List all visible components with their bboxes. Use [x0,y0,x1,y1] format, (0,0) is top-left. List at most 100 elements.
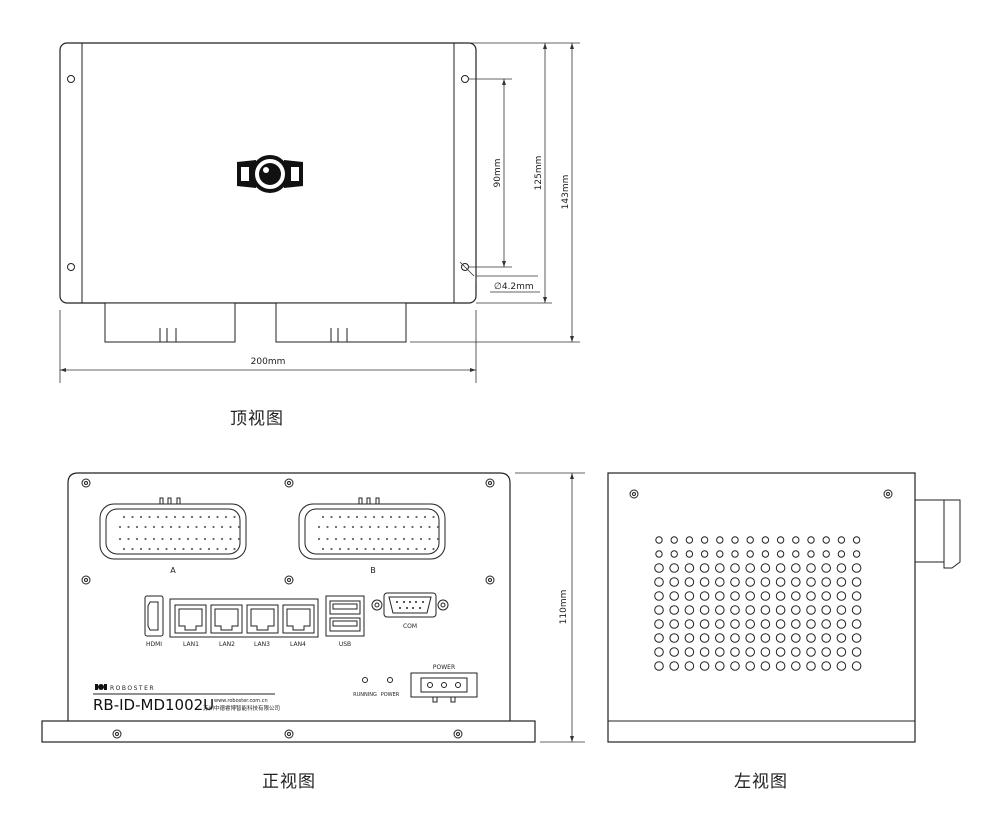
vent-hole [806,647,816,657]
vent-hole [851,591,862,601]
connector-pin [347,547,350,551]
connector-pin [330,547,333,551]
vent-hole [730,661,740,671]
connector-pin [224,547,228,551]
connector-pin [364,515,367,519]
connector-pin [411,525,414,529]
vent-hole [684,591,695,601]
connector-pin [377,537,380,541]
vent-hole [700,536,709,544]
vent-hole [699,577,710,587]
connector-pin [321,547,325,551]
connector-pin [131,547,134,551]
vent-hole [791,577,801,587]
connector-pin [144,525,147,529]
connector-pin [385,525,389,529]
mount-hole [67,263,75,271]
connector-a-label: A [170,566,176,575]
vent-hole [852,550,861,558]
vent-hole [716,550,724,558]
vent-hole [806,633,816,643]
vent-hole [715,647,725,657]
connector-pin [377,525,380,529]
vent-hole [699,591,710,601]
model-number: RB-ID-MD1002U [93,696,214,714]
usb-ports [325,595,365,637]
vent-hole [821,647,832,657]
vent-hole [716,536,724,544]
vent-hole [776,550,785,558]
connector-pin [182,547,185,551]
connector-pin [389,515,393,519]
connector-pin [233,547,236,551]
vent-hole [730,647,740,657]
vent-hole [715,605,725,615]
vent-hole [669,647,680,657]
connector-pin [156,547,160,551]
connector-pin [199,547,202,551]
company-name: 苏州中德睿博智能科技有限公司 [203,704,280,712]
side-screw [883,489,893,499]
vent-hole [760,577,771,587]
connector-pin [135,525,139,529]
connector-pin [224,515,228,519]
power-connector [410,672,478,703]
connector-pin [165,515,168,519]
lan3-label: LAN3 [254,641,270,648]
vent-hole [760,591,771,601]
connector-pin [330,515,333,519]
vent-hole [670,550,678,558]
vent-hole [851,563,862,573]
vent-hole [775,605,786,615]
connector-pin [368,537,372,541]
connector-pin [423,515,427,519]
brand-text: ROBOSTER [110,685,155,692]
connector-pin [212,537,215,541]
vent-hole [669,605,680,615]
connector-pin [178,525,181,529]
running-led [362,677,368,683]
connector-pin [169,537,173,541]
connector-pin [406,547,410,551]
vent-hole [807,550,815,558]
connector-pin [317,525,321,529]
vent-hole [791,605,801,615]
connector-pin [428,537,431,541]
vent-hole [806,661,816,671]
connector-pin [186,525,190,529]
hdmi-label: HDMI [146,641,162,648]
vent-hole [836,633,847,643]
panel-screws [81,478,495,739]
connector-pin [173,515,177,519]
vent-hole [760,605,771,615]
vent-hole [654,577,664,587]
connector-pin [190,515,194,519]
connector-pin [432,547,435,551]
dim-body-depth-label: 125mm [534,156,544,191]
connector-pin [436,525,440,529]
vent-hole [792,536,800,544]
connector-pin [165,547,168,551]
front-base-flange [41,720,536,743]
connector-pin [351,525,355,529]
vent-hole [792,550,800,558]
vent-hole [775,591,786,601]
vent-hole [851,605,862,615]
connector-pin [169,525,173,529]
vent-hole [821,619,832,629]
connector-pin [127,537,130,541]
connector-pin [220,537,224,541]
mount-hole [67,75,75,83]
left-body-outline [607,472,916,743]
dim-width-label: 200mm [251,357,286,367]
connector-pin [131,515,134,519]
connector-pin [152,537,156,541]
connector-pin [419,525,423,529]
power-led [387,677,393,683]
connector-pin [317,537,321,541]
connector-pin [428,525,431,529]
vent-hole [684,619,695,629]
connector-pin [148,515,151,519]
vent-hole [791,591,801,601]
vent-hole [806,605,816,615]
